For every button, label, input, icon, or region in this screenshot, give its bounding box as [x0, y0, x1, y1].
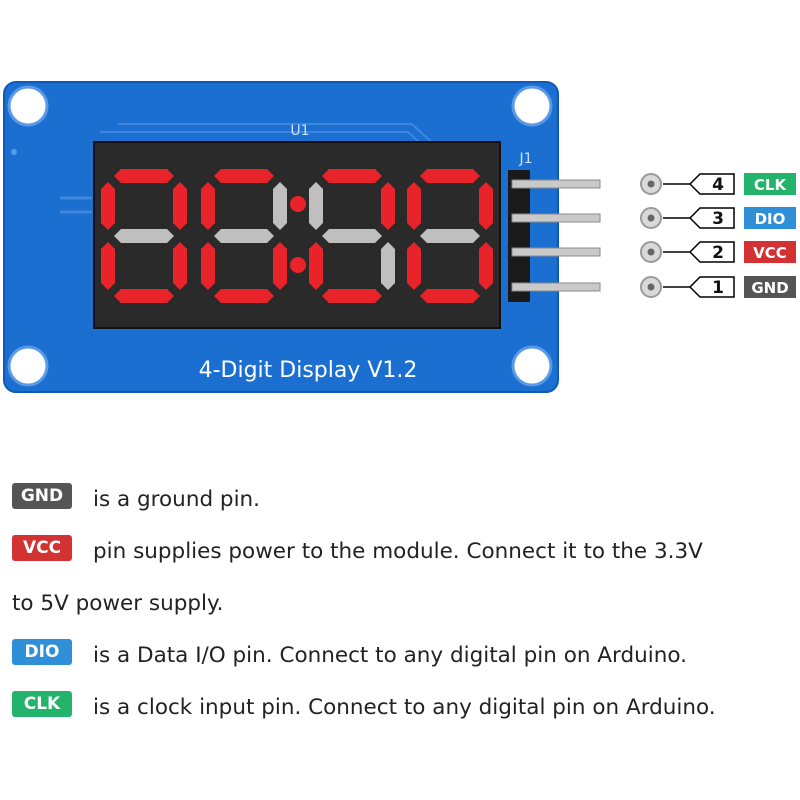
pin-name: DIO — [755, 210, 786, 228]
digit-2 — [201, 169, 287, 303]
legend-badge: GND — [12, 483, 72, 509]
pin-label-vcc: 2 VCC — [640, 241, 796, 263]
segment-f — [309, 182, 323, 230]
module-diagram: U1 J1 4-Digit Display V1.2 4 CLK 3 DIO 2 VCC 1… — [3, 81, 796, 393]
legend-row-gnd: GND is a ground pin. — [12, 474, 800, 526]
mounting-hole — [511, 85, 553, 127]
segment-b — [173, 182, 187, 230]
segment-a — [114, 169, 174, 183]
segment-d — [420, 289, 480, 303]
header-pin — [511, 213, 601, 223]
segment-g — [114, 229, 174, 243]
header-pin — [511, 179, 601, 189]
header-pin — [511, 247, 601, 257]
segment-a — [214, 169, 274, 183]
pin-number: 4 — [712, 175, 724, 195]
pin-label-gnd: 1 GND — [640, 276, 796, 298]
digit-3 — [309, 169, 395, 303]
legend-line: is a Data I/O pin. Connect to any digita… — [93, 643, 687, 668]
pin-number-arrow — [663, 241, 735, 263]
segment-c — [173, 242, 187, 290]
pin-number: 1 — [712, 278, 724, 298]
segment-f — [201, 182, 215, 230]
legend-line: to 5V power supply. — [12, 591, 224, 616]
pin-name-badge — [744, 241, 796, 263]
segment-c — [479, 242, 493, 290]
pin-number-arrow — [663, 276, 735, 298]
pin-header — [508, 170, 601, 302]
colon-dot-bottom — [290, 257, 306, 273]
mounting-hole — [7, 345, 49, 387]
legend-line: is a ground pin. — [93, 487, 261, 512]
segment-e — [309, 242, 323, 290]
segment-d — [322, 289, 382, 303]
segment-b — [479, 182, 493, 230]
j1-label: J1 — [518, 151, 532, 167]
legend-description: is a clock input pin. Connect to any dig… — [93, 682, 716, 734]
pin-name-badge — [744, 276, 796, 298]
legend-line: is a clock input pin. Connect to any dig… — [93, 695, 716, 720]
segment-f — [407, 182, 421, 230]
pin-name-badge — [744, 173, 796, 195]
segment-g — [420, 229, 480, 243]
segment-e — [407, 242, 421, 290]
segment-g — [214, 229, 274, 243]
legend-description: is a Data I/O pin. Connect to any digita… — [93, 630, 687, 682]
digit-4 — [407, 169, 493, 303]
pin-name: GND — [751, 279, 788, 297]
mounting-hole — [7, 85, 49, 127]
pin-name-badge — [744, 207, 796, 229]
legend-badge: CLK — [12, 691, 72, 717]
pin-number: 3 — [712, 209, 724, 229]
legend-line: pin supplies power to the module. Connec… — [93, 539, 703, 564]
pin-legend: GND is a ground pin. VCC pin supplies power… — [12, 474, 800, 734]
segment-c — [273, 242, 287, 290]
segment-g — [322, 229, 382, 243]
digit-1 — [101, 169, 187, 303]
seven-segment-display — [93, 141, 501, 329]
legend-description: is a ground pin. — [93, 474, 260, 526]
segment-e — [101, 242, 115, 290]
pin-name: VCC — [753, 244, 787, 262]
header-pin — [511, 282, 601, 292]
segment-a — [420, 169, 480, 183]
segment-d — [214, 289, 274, 303]
segment-a — [322, 169, 382, 183]
legend-description: pin supplies power to the module. Connec… — [12, 526, 703, 630]
board-title: 4-Digit Display V1.2 — [199, 358, 418, 383]
segment-b — [273, 182, 287, 230]
segment-c — [381, 242, 395, 290]
mounting-hole — [511, 345, 553, 387]
pin-labels: 4 CLK 3 DIO 2 VCC 1 GND — [640, 173, 796, 298]
pin-number-arrow — [663, 173, 735, 195]
u1-label: U1 — [290, 123, 309, 139]
segment-f — [101, 182, 115, 230]
segment-b — [381, 182, 395, 230]
pin-label-dio: 3 DIO — [640, 207, 796, 229]
legend-badge: DIO — [12, 639, 72, 665]
segment-e — [201, 242, 215, 290]
legend-badge: VCC — [12, 535, 72, 561]
legend-row-clk: CLK is a clock input pin. Connect to any … — [12, 682, 800, 734]
pin-name: CLK — [754, 176, 788, 194]
colon-dot-top — [290, 196, 306, 212]
segment-d — [114, 289, 174, 303]
legend-row-vcc: VCC pin supplies power to the module. Con… — [12, 526, 800, 630]
pin-number-arrow — [663, 207, 735, 229]
pin-label-clk: 4 CLK — [640, 173, 796, 195]
legend-row-dio: DIO is a Data I/O pin. Connect to any dig… — [12, 630, 800, 682]
pin-number: 2 — [712, 243, 724, 263]
